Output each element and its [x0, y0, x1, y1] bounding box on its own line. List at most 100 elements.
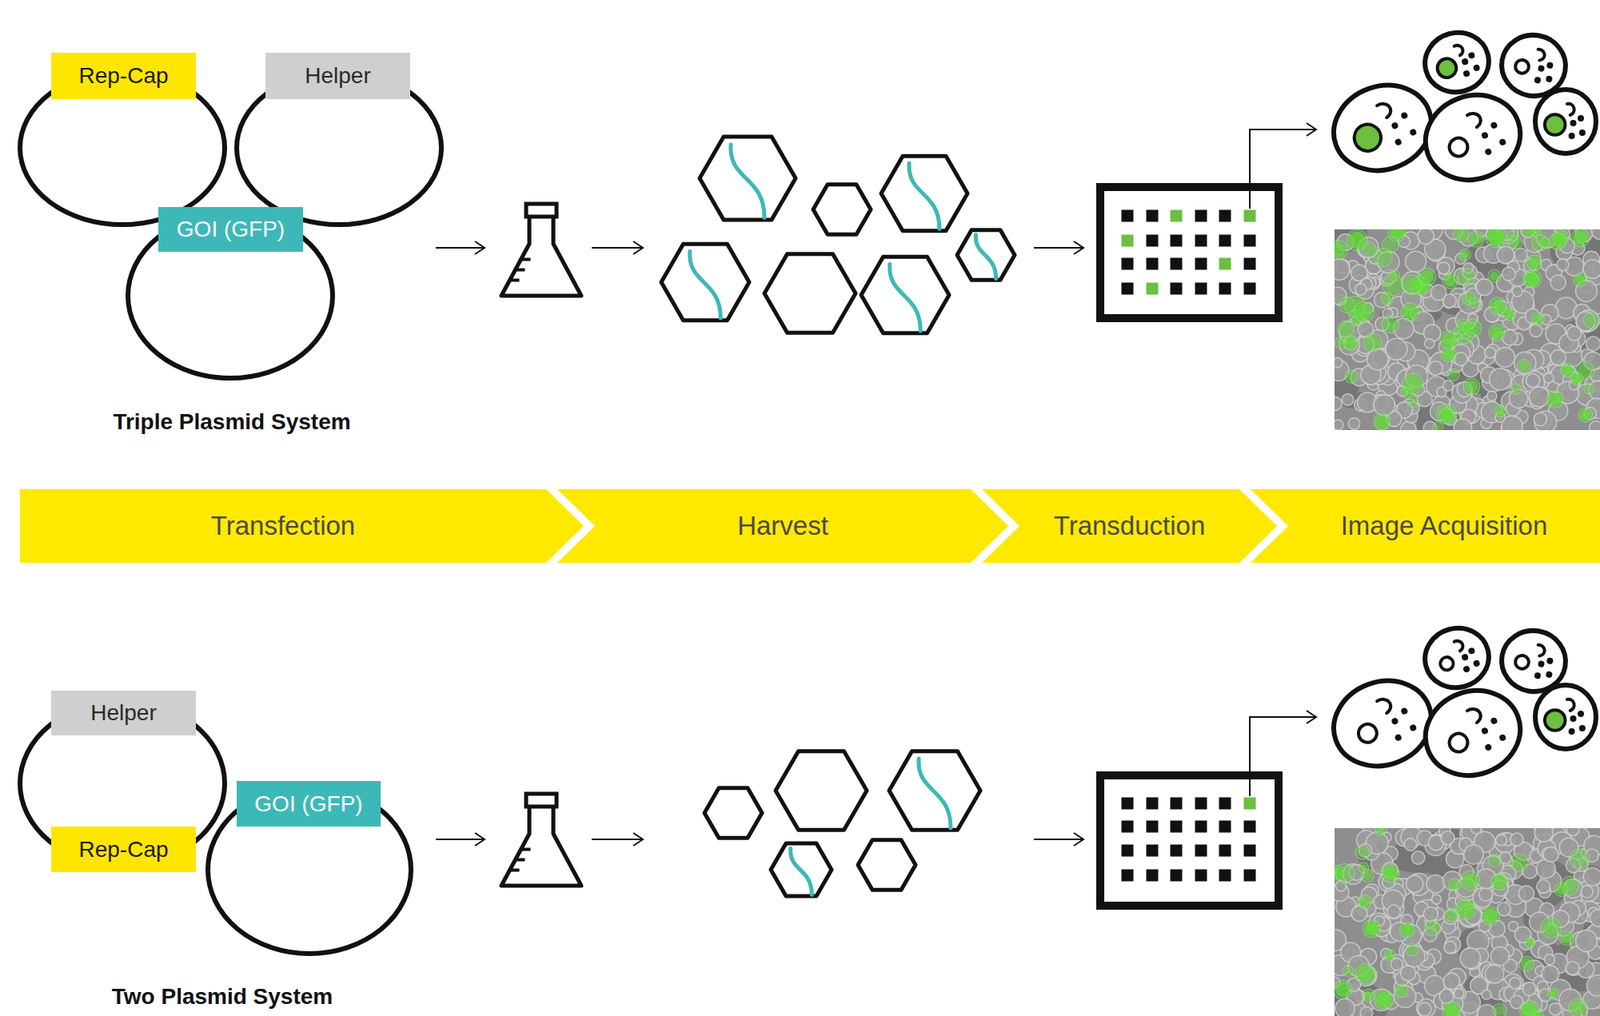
gfp-ring [1488, 270, 1501, 284]
well [1195, 235, 1208, 248]
cell-outline [1385, 338, 1408, 360]
genome-strand [909, 163, 940, 229]
cell-outline [1424, 339, 1435, 349]
cell-outline [1589, 909, 1600, 928]
gfp-ring [1531, 311, 1545, 325]
gfp-signal [1400, 924, 1413, 937]
plasmid-label: Rep-Cap [51, 826, 196, 873]
cell-membrane [1321, 71, 1444, 184]
cell-outline [1436, 257, 1455, 276]
gfp-ring [1480, 906, 1500, 926]
organelle-dot [1533, 672, 1541, 680]
gfp-ring [1439, 407, 1455, 423]
gfp-signal [1580, 409, 1592, 421]
gfp-signal [1348, 231, 1366, 250]
gfp-ring [1453, 229, 1469, 243]
cell-outline [1360, 1006, 1373, 1016]
gfp-ring [1533, 1011, 1544, 1016]
gfp-ring [1494, 404, 1507, 417]
gfp-signal [1489, 856, 1500, 866]
well [1219, 821, 1232, 834]
gfp-ring [1380, 864, 1399, 882]
cell-outline [1576, 930, 1598, 953]
organelle-arc [1567, 103, 1575, 116]
well [1195, 821, 1208, 834]
organelle-dot [1462, 665, 1471, 674]
plasmid-name: Rep-Cap [78, 63, 168, 89]
gfp-ring [1507, 230, 1518, 241]
cell-outline [1431, 894, 1441, 905]
genome-strand [730, 144, 765, 218]
genome-strand [918, 758, 951, 829]
gfp-ring [1560, 363, 1575, 378]
cell-outline [1565, 961, 1580, 976]
gfp-signal [1403, 276, 1420, 293]
cell-icon [1321, 667, 1444, 780]
gfp-signal [1494, 1005, 1505, 1016]
organelle-dot [1533, 76, 1541, 84]
cell-outline [1393, 985, 1416, 1008]
gfp-signal [1551, 235, 1565, 248]
gfp-ring [1488, 297, 1507, 316]
gfp-signal [1402, 304, 1417, 320]
cell-outline [1528, 387, 1549, 407]
plasmid-label: Helper [51, 690, 196, 736]
cell-outline [1586, 975, 1600, 997]
gfp-signal [1489, 271, 1500, 282]
gfp-signal [1457, 901, 1476, 919]
gfp-ring [1491, 873, 1509, 890]
well [1219, 283, 1232, 296]
fluorescent-nucleus [1435, 56, 1459, 80]
flow-arrow-line [1033, 838, 1084, 841]
gfp-ring [1357, 895, 1372, 910]
gfp-ring [1457, 268, 1475, 286]
organelle-dot [1537, 64, 1545, 72]
organelle-arc [1536, 49, 1545, 62]
gfp-signal [1355, 303, 1373, 321]
organelle-dot [1579, 725, 1586, 732]
organelle-dot [1577, 115, 1585, 122]
gfp-ring [1424, 920, 1441, 937]
well [1244, 235, 1257, 248]
fluorescent-nucleus [1544, 114, 1566, 136]
well [1170, 235, 1183, 248]
cell-outline [1543, 846, 1559, 862]
plasmid-label: GOI (GFP) [236, 781, 381, 827]
gfp-ring [1485, 229, 1507, 248]
gfp-ring [1522, 229, 1537, 238]
capsid-hexagon [699, 136, 796, 220]
well [1121, 821, 1134, 834]
organelle-dot [1568, 728, 1576, 735]
cell-outline [1556, 259, 1569, 272]
gfp-ring [1510, 383, 1522, 396]
gfp-ring [1384, 949, 1395, 961]
step-chevron: Transduction [981, 489, 1277, 563]
gfp-signal [1356, 965, 1374, 983]
gfp-ring [1335, 864, 1355, 884]
capsid-hexagon [764, 254, 856, 334]
organelle-dot [1546, 657, 1554, 665]
cell-outline [1423, 907, 1438, 922]
capsid-hexagon [861, 256, 950, 333]
gfp-signal [1469, 232, 1483, 246]
organelle-dot [1489, 717, 1498, 726]
well [1146, 235, 1159, 248]
gfp-signal [1571, 850, 1588, 867]
gfp-ring [1358, 862, 1369, 873]
cell-outline [1533, 412, 1548, 427]
gfp-signal [1440, 409, 1453, 422]
gfp-signal [1441, 332, 1457, 348]
gfp-signal [1535, 1013, 1542, 1016]
organelle-dot [1390, 121, 1399, 130]
organelle-dot [1460, 653, 1469, 662]
cell-outline [1544, 954, 1555, 966]
gfp-ring [1363, 920, 1381, 938]
organelle-arc [1376, 697, 1393, 715]
cell-outline [1525, 374, 1540, 388]
gfp-ring [1469, 298, 1481, 309]
step-chevron: Harvest [557, 489, 1009, 563]
gfp-ring [1448, 878, 1461, 892]
well [1244, 283, 1257, 296]
gfp-ring [1547, 988, 1559, 1000]
cell-outline [1501, 267, 1516, 281]
